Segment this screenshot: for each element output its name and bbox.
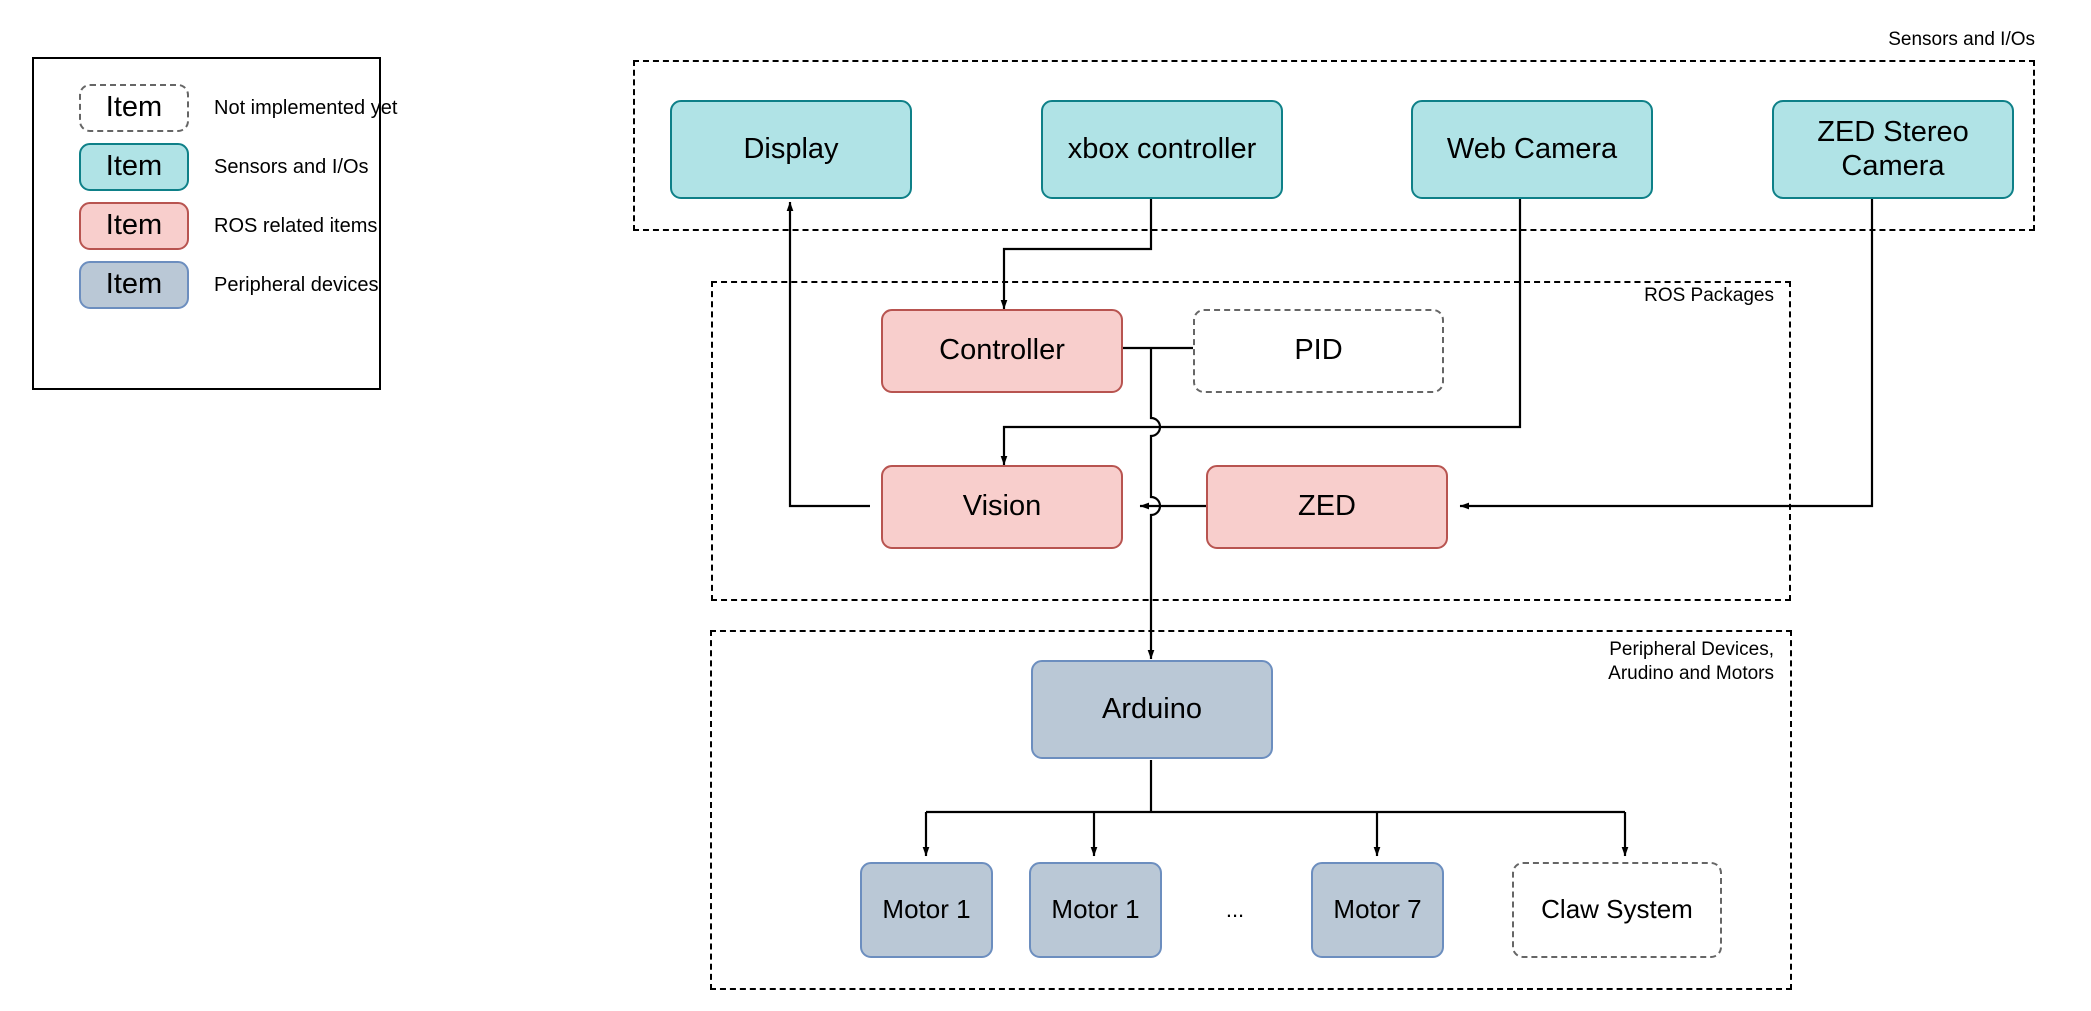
legend-row-not-implemented: Item Not implemented yet bbox=[34, 84, 397, 146]
legend-swatch-ros: Item bbox=[79, 202, 189, 250]
node-xbox-controller[interactable]: xbox controller bbox=[1041, 100, 1283, 199]
group-label-peripheral-devices: Peripheral Devices, Arudino and Motors bbox=[1608, 639, 1774, 685]
node-web-camera[interactable]: Web Camera bbox=[1411, 100, 1653, 199]
node-motor-1[interactable]: Motor 1 bbox=[860, 862, 993, 958]
legend-swatch-sensors: Item bbox=[79, 143, 189, 191]
node-zed-stereo-camera[interactable]: ZED Stereo Camera bbox=[1772, 100, 2014, 199]
legend-label-peripheral: Peripheral devices bbox=[214, 273, 379, 296]
motors-ellipsis: ... bbox=[1225, 897, 1245, 922]
legend-row-peripheral: Item Peripheral devices bbox=[34, 261, 379, 323]
legend-row-sensors: Item Sensors and I/Os bbox=[34, 143, 379, 205]
legend-panel: Item Not implemented yet Item Sensors an… bbox=[32, 57, 397, 390]
legend-label-not-implemented: Not implemented yet bbox=[214, 96, 398, 119]
node-motor-2[interactable]: Motor 1 bbox=[1029, 862, 1162, 958]
group-label-ros-packages: ROS Packages bbox=[1644, 285, 1774, 306]
node-pid[interactable]: PID bbox=[1193, 309, 1444, 393]
node-display[interactable]: Display bbox=[670, 100, 912, 199]
legend-swatch-peripheral: Item bbox=[79, 261, 189, 309]
group-label-sensors-and-ios: Sensors and I/Os bbox=[1888, 29, 2035, 50]
node-zed[interactable]: ZED bbox=[1206, 465, 1448, 549]
legend-label-ros: ROS related items bbox=[214, 214, 378, 237]
group-peripheral-devices bbox=[710, 630, 1792, 990]
legend-label-sensors: Sensors and I/Os bbox=[214, 155, 369, 178]
node-claw-system[interactable]: Claw System bbox=[1512, 862, 1722, 958]
node-motor-7[interactable]: Motor 7 bbox=[1311, 862, 1444, 958]
node-controller[interactable]: Controller bbox=[881, 309, 1123, 393]
legend-row-ros: Item ROS related items bbox=[34, 202, 379, 264]
node-arduino[interactable]: Arduino bbox=[1031, 660, 1273, 759]
legend-swatch-not-implemented: Item bbox=[79, 84, 189, 132]
node-vision[interactable]: Vision bbox=[881, 465, 1123, 549]
